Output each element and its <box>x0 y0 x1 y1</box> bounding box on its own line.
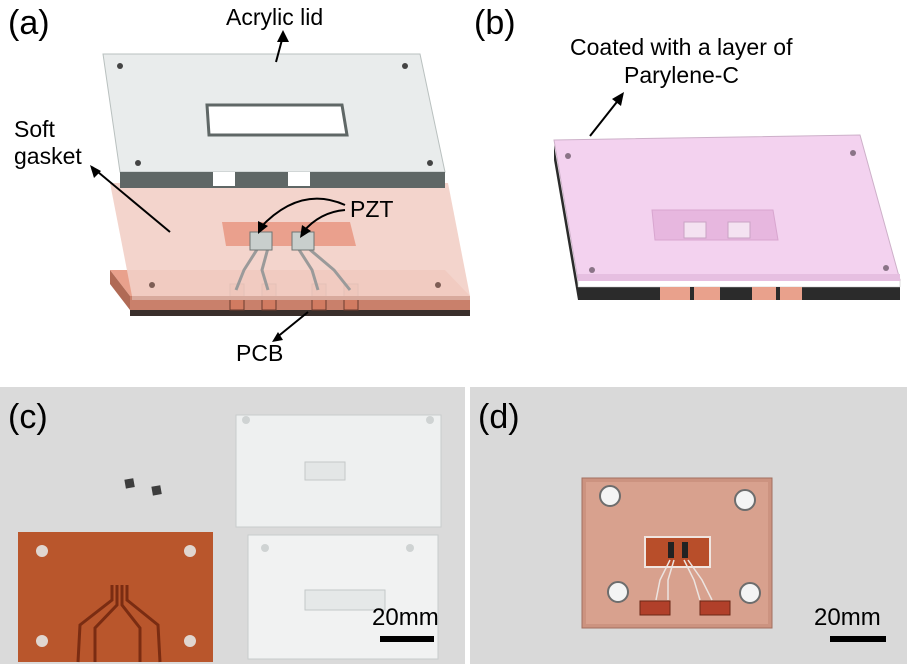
scale-bar-d-label: 20mm <box>814 604 881 631</box>
scale-bar-d <box>830 636 886 642</box>
pcb-annotation: PCB <box>236 340 284 366</box>
panel-a-arrows <box>90 30 346 342</box>
panel-c-label: (c) <box>8 398 48 436</box>
panel-c-photo <box>0 387 465 664</box>
soft-gasket-layer <box>110 183 470 300</box>
panel-d-label: (d) <box>478 398 520 436</box>
scale-bar-c <box>380 636 434 642</box>
soft-gasket-annotation-line2: gasket <box>14 143 82 169</box>
coating-annotation-line1: Coated with a layer of <box>570 34 793 60</box>
coating-annotation-line2: Parylene-C <box>624 62 740 88</box>
panel-d-photo <box>470 387 907 664</box>
acrylic-lid-annotation: Acrylic lid <box>226 4 324 30</box>
soft-gasket-annotation-line1: Soft <box>14 116 55 142</box>
scale-bar-c-label: 20mm <box>372 604 439 631</box>
panel-a-label: (a) <box>8 4 50 42</box>
panel-b-drawing <box>553 92 901 300</box>
panel-b-label: (b) <box>474 4 516 42</box>
panel-a-drawing <box>90 30 470 342</box>
pzt-annotation: PZT <box>350 196 394 222</box>
acrylic-lid-layer <box>102 53 446 188</box>
